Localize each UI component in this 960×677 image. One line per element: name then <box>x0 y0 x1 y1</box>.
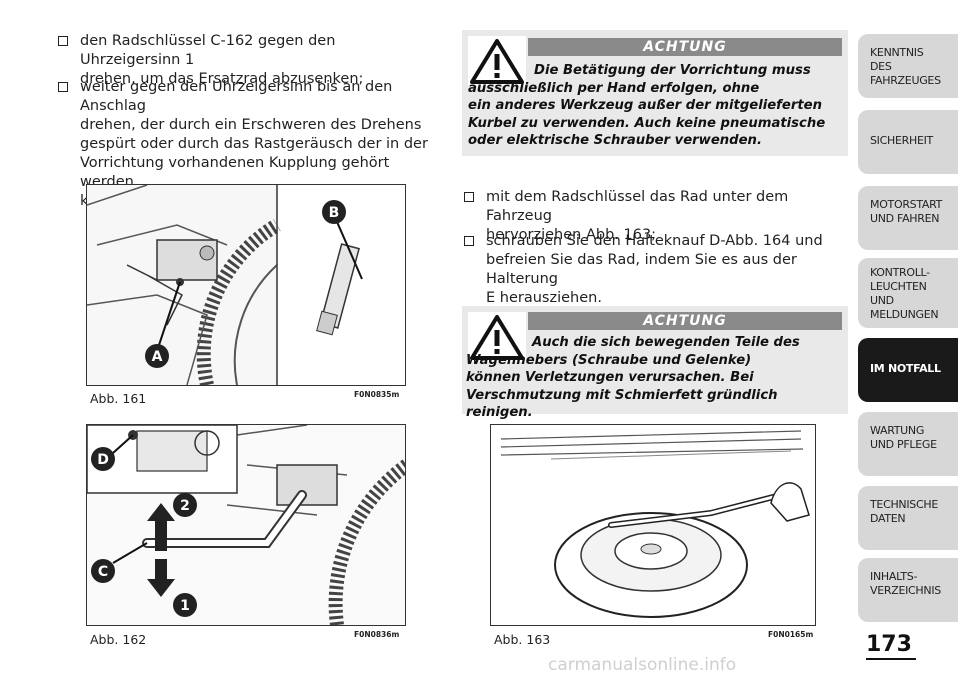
tab-sicherheit[interactable]: SICHERHEIT <box>858 110 958 174</box>
tab-technische-daten[interactable]: TECHNISCHE DATEN <box>858 486 958 550</box>
tab-kenntnis[interactable]: KENNTNIS DES FAHRZEUGES <box>858 34 958 98</box>
warning-header: ACHTUNG <box>528 38 842 56</box>
warning-text: Die Betätigung der Vorrichtung muss auss… <box>468 63 826 148</box>
callout-d-icon <box>91 447 115 471</box>
warning-text: Auch die sich bewegenden Teile des Wagen… <box>466 335 800 420</box>
callout-a-icon <box>145 344 169 368</box>
bullet-item: weiter gegen den Uhrzeigersinn bis an de… <box>58 78 438 211</box>
checkbox-bullet-icon <box>464 236 474 246</box>
callout-2-icon <box>173 493 197 517</box>
callout-1-icon <box>173 593 197 617</box>
callout-c-icon <box>91 559 115 583</box>
callout-1-label: 1 <box>180 598 190 614</box>
warning-box: ACHTUNG Die Betätigung der Vorrichtung m… <box>462 30 848 156</box>
figure-caption: Abb. 163 <box>494 632 551 647</box>
callout-a-label: A <box>152 349 163 365</box>
checkbox-bullet-icon <box>58 36 68 46</box>
figure-163 <box>490 424 816 626</box>
tab-im-notfall[interactable]: IM NOTFALL <box>858 338 958 402</box>
tab-motorstart[interactable]: MOTORSTART UND FAHREN <box>858 186 958 250</box>
bullet-item: den Radschlüssel C-162 gegen den Uhrzeig… <box>58 32 438 89</box>
tab-inhaltsverzeichnis[interactable]: INHALTS- VERZEICHNIS <box>858 558 958 622</box>
tab-wartung[interactable]: WARTUNG UND PFLEGE <box>858 412 958 476</box>
callout-2-label: 2 <box>180 498 190 514</box>
figure-code: F0N0836m <box>354 630 400 639</box>
checkbox-bullet-icon <box>464 192 474 202</box>
warning-triangle-icon <box>468 312 526 362</box>
figure-caption: Abb. 161 <box>90 391 147 406</box>
bullet-item: schrauben Sie den Halteknauf D-Abb. 164 … <box>464 232 854 308</box>
tab-kontrollleuchten[interactable]: KONTROLL- LEUCHTEN UND MELDUNGEN <box>858 258 958 328</box>
warning-box: ACHTUNG Auch die sich bewegenden Teile d… <box>462 306 848 420</box>
figure-code: F0N0835m <box>354 390 400 399</box>
warning-triangle-icon <box>468 36 526 86</box>
figure-162: D 2 C 1 <box>86 424 406 626</box>
callout-b-label: B <box>329 205 340 221</box>
checkbox-bullet-icon <box>58 82 68 92</box>
figure-code: F0N0165m <box>768 630 814 639</box>
figure-caption: Abb. 162 <box>90 632 147 647</box>
callout-b-icon <box>322 200 346 224</box>
warning-header: ACHTUNG <box>528 312 842 330</box>
callout-d-label: D <box>97 452 109 468</box>
callout-c-label: C <box>98 564 108 580</box>
bullet-item: mit dem Radschlüssel das Rad unter dem F… <box>464 188 854 245</box>
figure-161: B A <box>86 184 406 386</box>
watermark: carmanualsonline.info <box>548 655 737 675</box>
page-number: 173 <box>866 632 916 660</box>
